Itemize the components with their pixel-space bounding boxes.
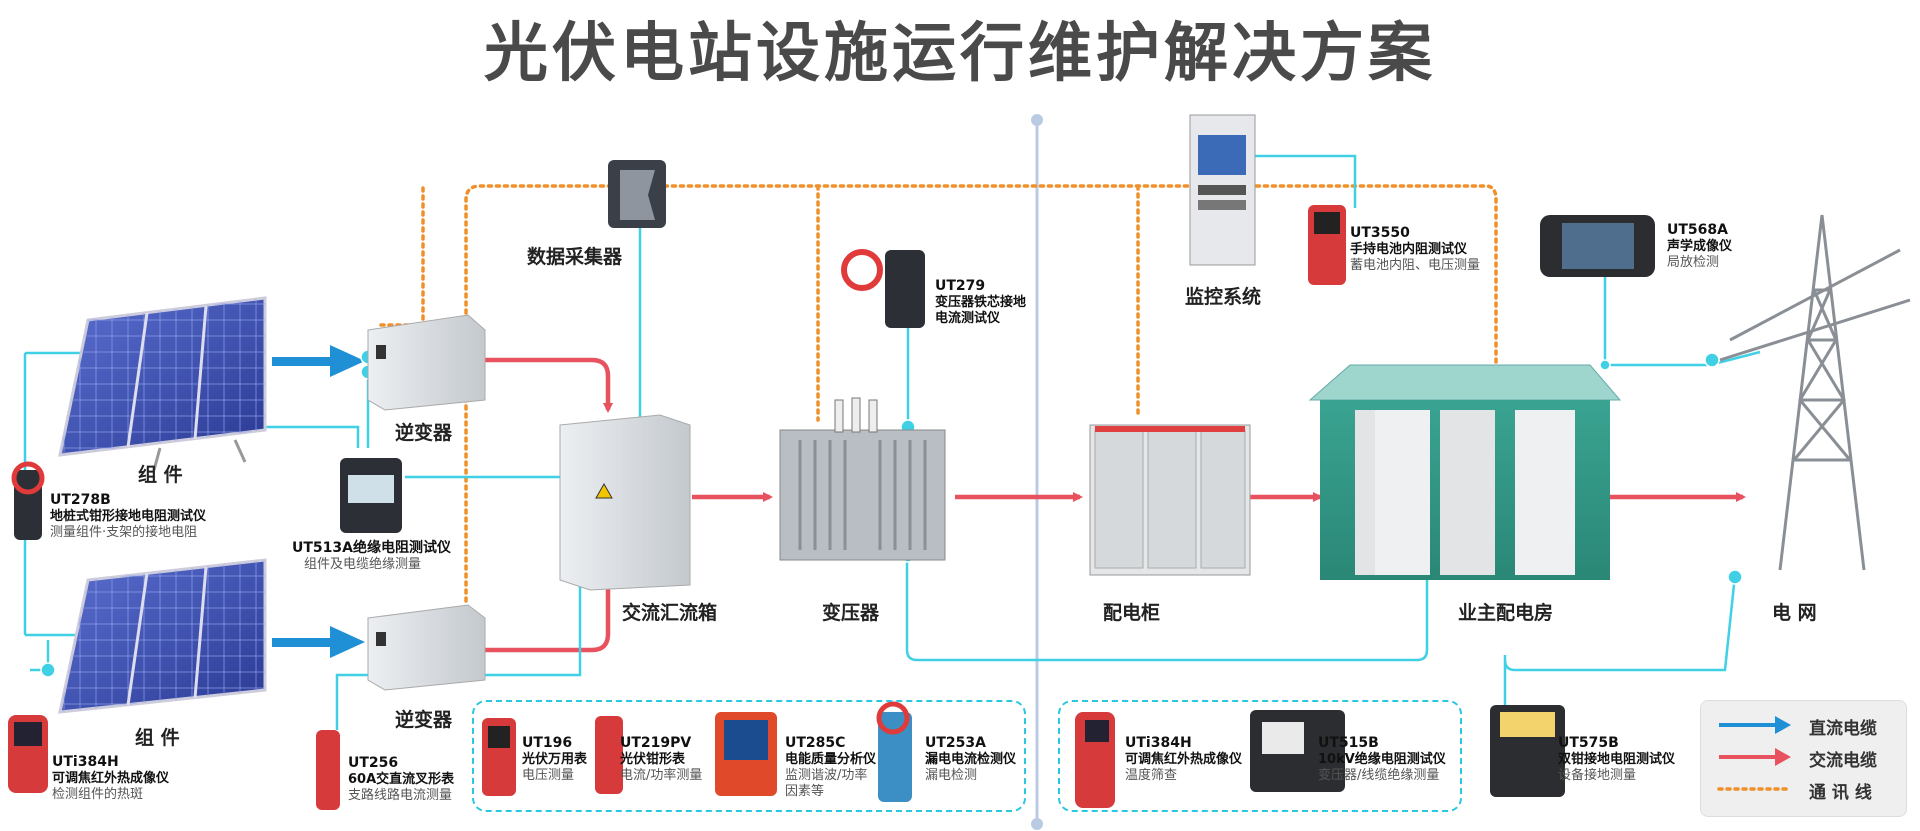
ut515b-model: UT515B — [1318, 735, 1379, 751]
ut253a-model: UT253A — [925, 735, 986, 751]
ut279-model: UT279 — [935, 278, 986, 294]
uti384h-right-desc: 温度筛查 — [1125, 768, 1178, 783]
module-label-bottom: 组 件 — [135, 727, 180, 749]
ut3550-desc: 蓄电池内阻、电压测量 — [1350, 258, 1481, 273]
inverter-label-top: 逆变器 — [395, 422, 453, 444]
legend-symbols — [1717, 716, 1793, 791]
ut515b-desc: 变压器/线缆绝缘测量 — [1318, 768, 1440, 783]
uti384h-right-model: UTi384H — [1125, 735, 1192, 751]
ut3550-name: 手持电池内阻测试仪 — [1350, 242, 1468, 257]
ut285c-desc1: 监测谐波/功率 — [785, 768, 868, 783]
ut575b-desc: 设备接地测量 — [1558, 768, 1637, 783]
inverter-top-shape — [367, 314, 486, 411]
ut568a-name: 声学成像仪 — [1667, 239, 1733, 254]
data-collector-shape — [608, 160, 666, 228]
transformer-shape — [779, 397, 946, 561]
ut575b-name: 双钳接地电阻测试仪 — [1558, 752, 1676, 767]
ut515b-name: 10kV绝缘电阻测试仪 — [1318, 752, 1446, 767]
ut219pv-caption: UT219PV 光伏钳形表 电流/功率测量 — [620, 735, 702, 784]
data-collector-label: 数据采集器 — [527, 246, 623, 268]
inverter-bottom-shape — [367, 604, 486, 691]
uti384h-left-model: UTi384H — [52, 754, 119, 770]
ut219pv-model: UT219PV — [620, 735, 692, 751]
ut256-name: 60A交直流叉形表 — [348, 772, 455, 787]
ut575b-model: UT575B — [1558, 735, 1619, 751]
ut219pv-desc: 电流/功率测量 — [620, 768, 703, 783]
substation-shape — [1308, 364, 1622, 580]
module-label-top: 组 件 — [138, 464, 183, 486]
ut285c-caption: UT285C 电能质量分析仪 监测谐波/功率 因素等 — [785, 735, 876, 800]
ut513a-desc: 组件及电缆绝缘测量 — [304, 557, 422, 572]
ut278b-name: 地桩式钳形接地电阻测试仪 — [50, 509, 207, 524]
ut285c-name: 电能质量分析仪 — [785, 752, 877, 767]
ut253a-desc: 漏电检测 — [925, 768, 978, 783]
ut256-desc: 支路线路电流测量 — [348, 788, 453, 803]
ut253a-name: 漏电电流检测仪 — [925, 752, 1017, 767]
ut513a-caption: UT513A绝缘电阻测试仪 组件及电缆绝缘测量 — [292, 540, 451, 573]
ut279-name1: 变压器铁芯接地 — [935, 295, 1027, 310]
ut196-desc: 电压测量 — [522, 768, 575, 783]
ut279-caption: UT279 变压器铁芯接地 电流测试仪 — [935, 278, 1026, 327]
ut196-name: 光伏万用表 — [522, 752, 588, 767]
ut256-caption: UT256 60A交直流叉形表 支路线路电流测量 — [348, 755, 454, 804]
legend-dc-label: 直流电缆 — [1809, 719, 1877, 739]
ut278b-desc: 测量组件·支架的接地电阻 — [50, 525, 198, 540]
ut285c-model: UT285C — [785, 735, 846, 751]
dc-testers-group — [472, 700, 1026, 812]
ut3550-caption: UT3550 手持电池内阻测试仪 蓄电池内阻、电压测量 — [1350, 225, 1480, 274]
combiner-box-shape — [559, 414, 691, 591]
ut253a-caption: UT253A 漏电电流检测仪 漏电检测 — [925, 735, 1016, 784]
ut285c-desc2: 因素等 — [785, 784, 825, 799]
uti384h-left-desc: 检测组件的热斑 — [52, 787, 144, 802]
ut568a-desc: 局放检测 — [1667, 255, 1720, 270]
ut515b-caption: UT515B 10kV绝缘电阻测试仪 变压器/线缆绝缘测量 — [1318, 735, 1446, 784]
uti384h-right-caption: UTi384H 可调焦红外热成像仪 温度筛查 — [1125, 735, 1242, 784]
grid-label: 电 网 — [1772, 602, 1817, 624]
owner-substation-label: 业主配电房 — [1458, 602, 1554, 624]
ut568a-caption: UT568A 声学成像仪 局放检测 — [1667, 222, 1732, 271]
inverter-label-bottom: 逆变器 — [395, 709, 453, 731]
legend: 直流电缆 交流电缆 通 讯 线 — [1700, 700, 1907, 817]
ut278b-caption: UT278B 地桩式钳形接地电阻测试仪 测量组件·支架的接地电阻 — [50, 492, 206, 541]
ac-testers-group — [1058, 700, 1462, 812]
legend-ac-label: 交流电缆 — [1809, 751, 1877, 771]
tower-shape — [1719, 214, 1911, 571]
ut3550-model: UT3550 — [1350, 225, 1410, 241]
ut256-model: UT256 — [348, 755, 399, 771]
ut196-caption: UT196 光伏万用表 电压测量 — [522, 735, 587, 784]
ut513a-model: UT513A绝缘电阻测试仪 — [292, 540, 451, 556]
ac-cables — [485, 357, 1746, 653]
solar-panel-top — [58, 296, 267, 471]
ut278b-model: UT278B — [50, 492, 111, 508]
ut219pv-name: 光伏钳形表 — [620, 752, 686, 767]
uti384h-left-caption: UTi384H 可调焦红外热成像仪 检测组件的热斑 — [52, 754, 169, 803]
distribution-cabinet-shape — [1089, 424, 1251, 576]
ut568a-model: UT568A — [1667, 222, 1728, 238]
ut575b-caption: UT575B 双钳接地电阻测试仪 设备接地测量 — [1558, 735, 1675, 784]
ut196-model: UT196 — [522, 735, 573, 751]
distribution-cabinet-label: 配电柜 — [1103, 602, 1161, 624]
combiner-box-label: 交流汇流箱 — [622, 602, 718, 624]
transformer-label: 变压器 — [822, 602, 880, 624]
solar-panel-bottom — [58, 558, 267, 714]
instrument-icons — [8, 205, 1655, 810]
ut279-name2: 电流测试仪 — [935, 311, 1001, 326]
monitor-cabinet-shape — [1189, 114, 1256, 266]
uti384h-left-name: 可调焦红外热成像仪 — [52, 771, 170, 786]
page-title: 光伏电站设施运行维护解决方案 — [484, 17, 1436, 91]
monitor-system-label: 监控系统 — [1185, 286, 1262, 308]
legend-comm-label: 通 讯 线 — [1809, 783, 1872, 803]
uti384h-right-name: 可调焦红外热成像仪 — [1125, 752, 1243, 767]
dc-cables — [272, 345, 365, 658]
